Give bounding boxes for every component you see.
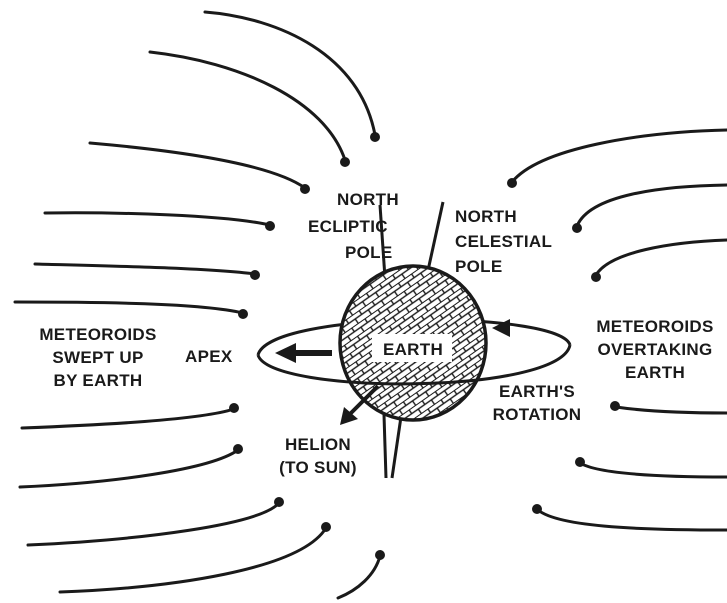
helion-arrow — [340, 384, 380, 425]
orbit-path-front — [256, 344, 572, 386]
meteoroid-dot — [591, 272, 601, 282]
meteoroid-trail — [26, 501, 281, 547]
svg-text:SWEPT UP: SWEPT UP — [52, 348, 143, 367]
meteoroids-swept-label: METEOROIDS SWEPT UP BY EARTH — [39, 325, 156, 390]
meteoroid-trail — [575, 183, 727, 228]
meteoroid-trail — [20, 407, 236, 430]
earth-label-box — [372, 334, 452, 362]
meteoroid-trail — [578, 461, 727, 479]
meteoroid-dot — [572, 223, 582, 233]
apex-label: APEX — [185, 347, 233, 366]
meteoroid-dot — [274, 497, 284, 507]
meteoroid-trail — [58, 526, 328, 594]
svg-text:POLE: POLE — [345, 243, 393, 262]
meteoroid-trail — [336, 554, 382, 600]
meteoroid-trail — [88, 141, 307, 190]
meteoroid-trail — [536, 508, 727, 532]
svg-text:NORTH: NORTH — [455, 207, 517, 226]
meteoroid-dot — [340, 157, 350, 167]
apex-arrow — [275, 343, 332, 363]
meteoroid-trail — [18, 448, 240, 489]
earths-rotation-label: EARTH'S ROTATION — [493, 382, 582, 424]
right-meteoroid-trails — [507, 128, 727, 532]
svg-text:EARTH: EARTH — [625, 363, 685, 382]
earth-label: EARTH — [383, 340, 443, 359]
meteoroid-trail — [594, 238, 727, 277]
svg-text:EARTH'S: EARTH'S — [499, 382, 575, 401]
meteoroid-trail — [510, 128, 727, 184]
meteoroid-dot — [532, 504, 542, 514]
celestial-pole-axis-lower — [390, 409, 404, 479]
svg-text:METEOROIDS: METEOROIDS — [596, 317, 713, 336]
ecliptic-pole-axis — [378, 204, 387, 279]
svg-text:HELION: HELION — [285, 435, 351, 454]
svg-text:BY EARTH: BY EARTH — [54, 371, 143, 390]
meteoroids-overtaking-label: METEOROIDS OVERTAKING EARTH — [596, 317, 713, 382]
helion-arrow-head-icon — [340, 407, 358, 425]
meteoroid-dot — [233, 444, 243, 454]
svg-text:ROTATION: ROTATION — [493, 405, 582, 424]
meteoroid-dot — [300, 184, 310, 194]
svg-text:OVERTAKING: OVERTAKING — [597, 340, 712, 359]
meteoroid-trail — [13, 300, 245, 315]
left-meteoroid-trails — [13, 10, 385, 600]
north-celestial-pole-label: NORTH CELESTIAL POLE — [455, 207, 552, 276]
svg-text:ECLIPTIC: ECLIPTIC — [308, 217, 388, 236]
apex-arrow-head-icon — [275, 343, 296, 363]
helion-label: HELION (TO SUN) — [279, 435, 357, 477]
meteoroid-trail — [43, 211, 272, 227]
meteoroid-dot — [265, 221, 275, 231]
meteoroid-dot — [370, 132, 380, 142]
svg-text:NORTH: NORTH — [337, 190, 399, 209]
north-ecliptic-pole-label: NORTH ECLIPTIC POLE — [308, 190, 399, 262]
meteoroid-dot — [375, 550, 385, 560]
meteoroid-dot — [250, 270, 260, 280]
meteoroid-trail — [203, 10, 377, 137]
meteoroid-dot — [238, 309, 248, 319]
celestial-pole-axis — [425, 201, 445, 276]
meteoroid-dot — [610, 401, 620, 411]
helion-arrow-shaft — [347, 384, 380, 417]
svg-text:(TO SUN): (TO SUN) — [279, 458, 357, 477]
meteoroid-dot — [321, 522, 331, 532]
svg-text:POLE: POLE — [455, 257, 503, 276]
meteoroid-dot — [229, 403, 239, 413]
meteoroid-trail — [614, 405, 727, 415]
svg-text:METEOROIDS: METEOROIDS — [39, 325, 156, 344]
meteoroid-trail — [33, 262, 257, 276]
ecliptic-pole-axis-lower — [382, 414, 388, 479]
svg-text:CELESTIAL: CELESTIAL — [455, 232, 552, 251]
meteoroid-dot — [575, 457, 585, 467]
rotation-arrow-icon — [492, 319, 510, 337]
meteoroid-trail — [148, 50, 347, 162]
meteoroid-dot — [507, 178, 517, 188]
